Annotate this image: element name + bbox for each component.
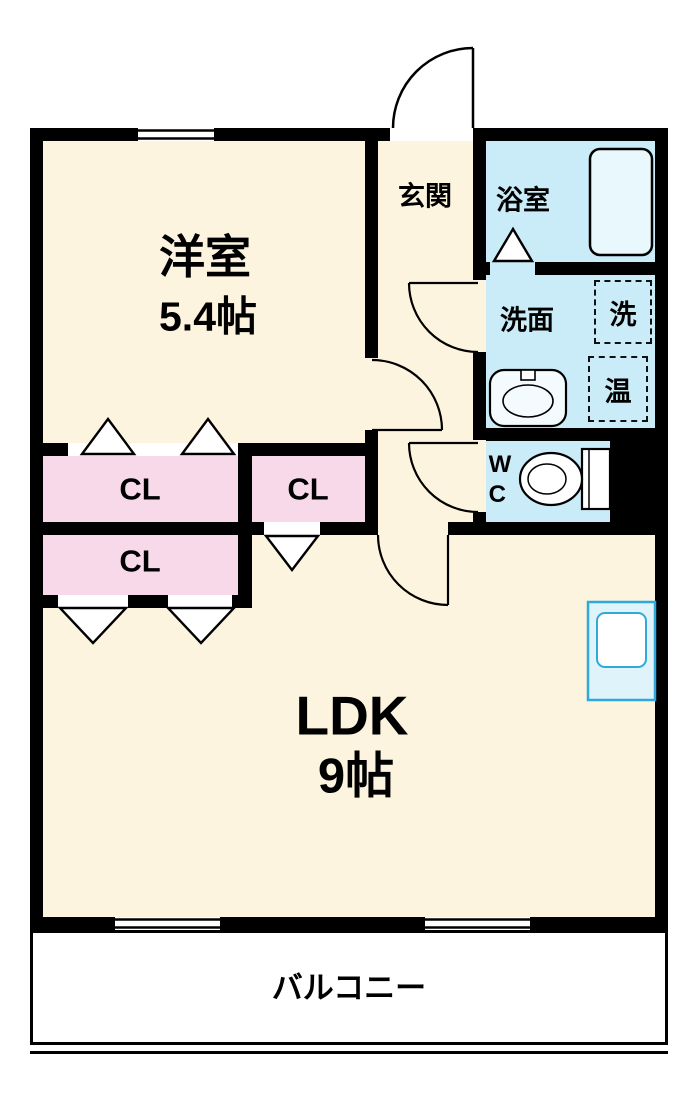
wall-wc-ldk bbox=[473, 522, 668, 535]
ldk-door-arc bbox=[376, 534, 450, 607]
wall-western-hall bbox=[365, 128, 378, 535]
closet-door-triangles bbox=[57, 226, 535, 645]
closet-c-opening-right bbox=[168, 595, 232, 608]
door-opening-western bbox=[365, 358, 378, 430]
closet-a-label: CL bbox=[119, 471, 161, 507]
washing-machine-label: 洗 bbox=[609, 299, 637, 330]
western-door-arc bbox=[371, 358, 444, 432]
wall-closet-divider bbox=[238, 443, 252, 608]
door-opening-wc bbox=[473, 440, 486, 512]
wall-washroom-wc bbox=[473, 428, 668, 441]
room-western bbox=[43, 141, 365, 443]
balcony-outline bbox=[30, 930, 668, 1045]
bathroom-label: 浴室 bbox=[496, 185, 550, 216]
water-heater-label: 温 bbox=[604, 376, 632, 407]
closet-c-opening-left bbox=[58, 595, 128, 608]
closet-b-door-triangle bbox=[263, 534, 321, 572]
washroom-door-arc bbox=[407, 281, 479, 354]
balcony-railing-line bbox=[30, 1051, 668, 1054]
closet-b-opening bbox=[264, 522, 320, 535]
wc-label: W C bbox=[489, 450, 512, 510]
western-room-size: 5.4帖 bbox=[159, 293, 257, 340]
wall-hall-ldk-stub bbox=[448, 522, 473, 535]
washroom-label: 洗面 bbox=[500, 305, 554, 336]
door-opening-washroom bbox=[473, 280, 486, 352]
water-heater-area: 温 bbox=[588, 356, 648, 422]
kitchen-counter bbox=[586, 600, 657, 702]
room-closet-c bbox=[43, 535, 238, 595]
genkan-label: 玄関 bbox=[398, 181, 452, 212]
toilet-icon bbox=[518, 447, 612, 511]
room-closet-b bbox=[252, 456, 365, 522]
ldk-size: 9帖 bbox=[317, 749, 395, 804]
sink-icon bbox=[488, 368, 568, 428]
closet-c-door-triangle-right bbox=[165, 606, 237, 645]
door-opening-ldk bbox=[378, 522, 448, 535]
entrance-opening bbox=[390, 128, 473, 141]
closet-c-label: CL bbox=[119, 543, 161, 579]
wc-label-line2: C bbox=[488, 481, 507, 508]
room-genkan-hall bbox=[378, 141, 473, 522]
wall-shaft bbox=[610, 441, 655, 522]
wc-label-line1: W bbox=[488, 451, 512, 478]
bathtub-icon bbox=[588, 147, 654, 257]
closet-a-door-triangle-right bbox=[179, 416, 237, 456]
wc-door-arc bbox=[407, 441, 479, 514]
entrance-door-arc bbox=[391, 46, 475, 129]
closet-b-label: CL bbox=[287, 471, 329, 507]
closet-c-door-triangle-left bbox=[57, 606, 129, 645]
western-room-label: 洋室 bbox=[159, 231, 251, 283]
window-lines bbox=[115, 129, 530, 929]
room-closet-a bbox=[43, 456, 238, 522]
ldk-label: LDK bbox=[295, 684, 409, 747]
bath-door-triangle bbox=[491, 226, 535, 263]
door-opening-bath bbox=[490, 262, 535, 275]
washing-machine-area: 洗 bbox=[594, 280, 652, 344]
closet-a-door-triangle-left bbox=[79, 416, 137, 456]
balcony-label: バルコニー bbox=[271, 970, 427, 1006]
